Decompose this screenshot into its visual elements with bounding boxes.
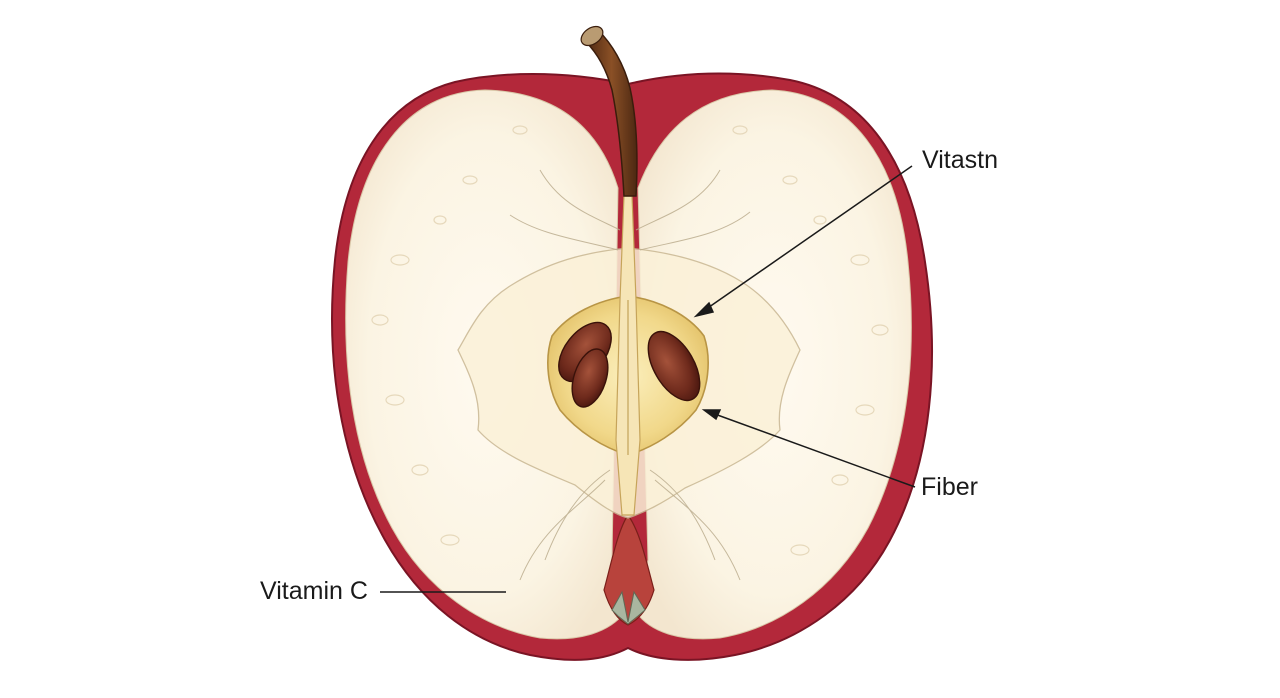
vascular-veins [509,169,751,581]
label-vitastn: Vitastn [922,146,998,174]
calyx-region [603,513,655,626]
stem-tip [580,25,604,47]
arrowhead-fiber [701,409,722,421]
arrowhead-vitastn [693,301,715,318]
flesh-texture [371,125,889,556]
leader-line-vitastn [701,165,913,313]
seed-right [647,330,701,402]
leader-line-fiber [711,412,916,488]
leader-lines [380,165,916,593]
calyx-leaves [611,590,646,625]
seed-left-lower [571,348,609,408]
label-vitamin-c: Vitamin C [260,577,368,605]
label-fiber: Fiber [921,473,978,501]
